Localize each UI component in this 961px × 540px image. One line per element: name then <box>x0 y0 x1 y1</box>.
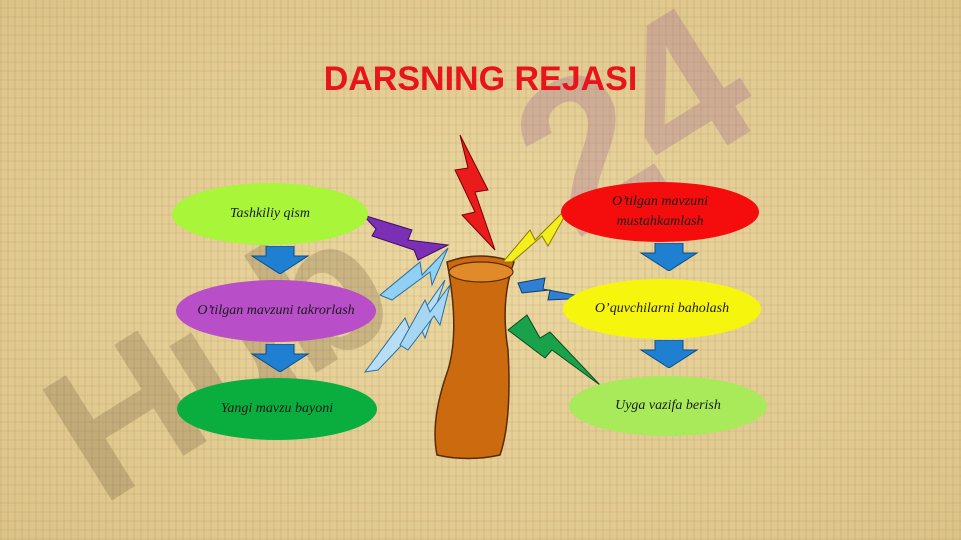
step-label: O’quvchilarni baholash <box>594 301 730 316</box>
bolt-lightblue-3 <box>399 284 451 351</box>
step-label: Uyga vazifa berish <box>615 398 721 413</box>
arrow-down-icon <box>639 340 699 368</box>
trunk-shape <box>434 255 515 460</box>
bolt-purple <box>361 213 450 261</box>
arrow-down-icon <box>250 344 310 372</box>
step-new-topic: Yangi mavzu bayoni <box>177 378 377 440</box>
bolt-red <box>454 134 496 251</box>
step-label: Tashkiliy qism <box>230 206 310 221</box>
step-assess-students: O’quvchilarni baholash <box>563 279 761 339</box>
bolt-yellow <box>501 202 573 263</box>
step-label: O’tilgan mavzuni takrorlash <box>197 303 355 318</box>
step-organizational: Tashkiliy qism <box>172 183 368 245</box>
arrow-down-icon <box>639 243 699 271</box>
bolt-lightblue-1 <box>379 247 449 301</box>
arrow-down-icon <box>250 246 310 274</box>
step-label: Yangi mavzu bayoni <box>220 401 334 416</box>
trunk-top <box>448 261 514 283</box>
bolt-green <box>507 314 601 386</box>
step-label: O’tilgan mavzuni mustahkamlash <box>611 194 709 229</box>
step-homework: Uyga vazifa berish <box>569 376 767 436</box>
slide-title: DARSNING REJASI <box>323 60 638 98</box>
step-reinforce: O’tilgan mavzuni mustahkamlash <box>561 182 759 242</box>
bolt-lightblue-2 <box>363 279 446 373</box>
step-review-previous: O’tilgan mavzuni takrorlash <box>176 280 376 342</box>
